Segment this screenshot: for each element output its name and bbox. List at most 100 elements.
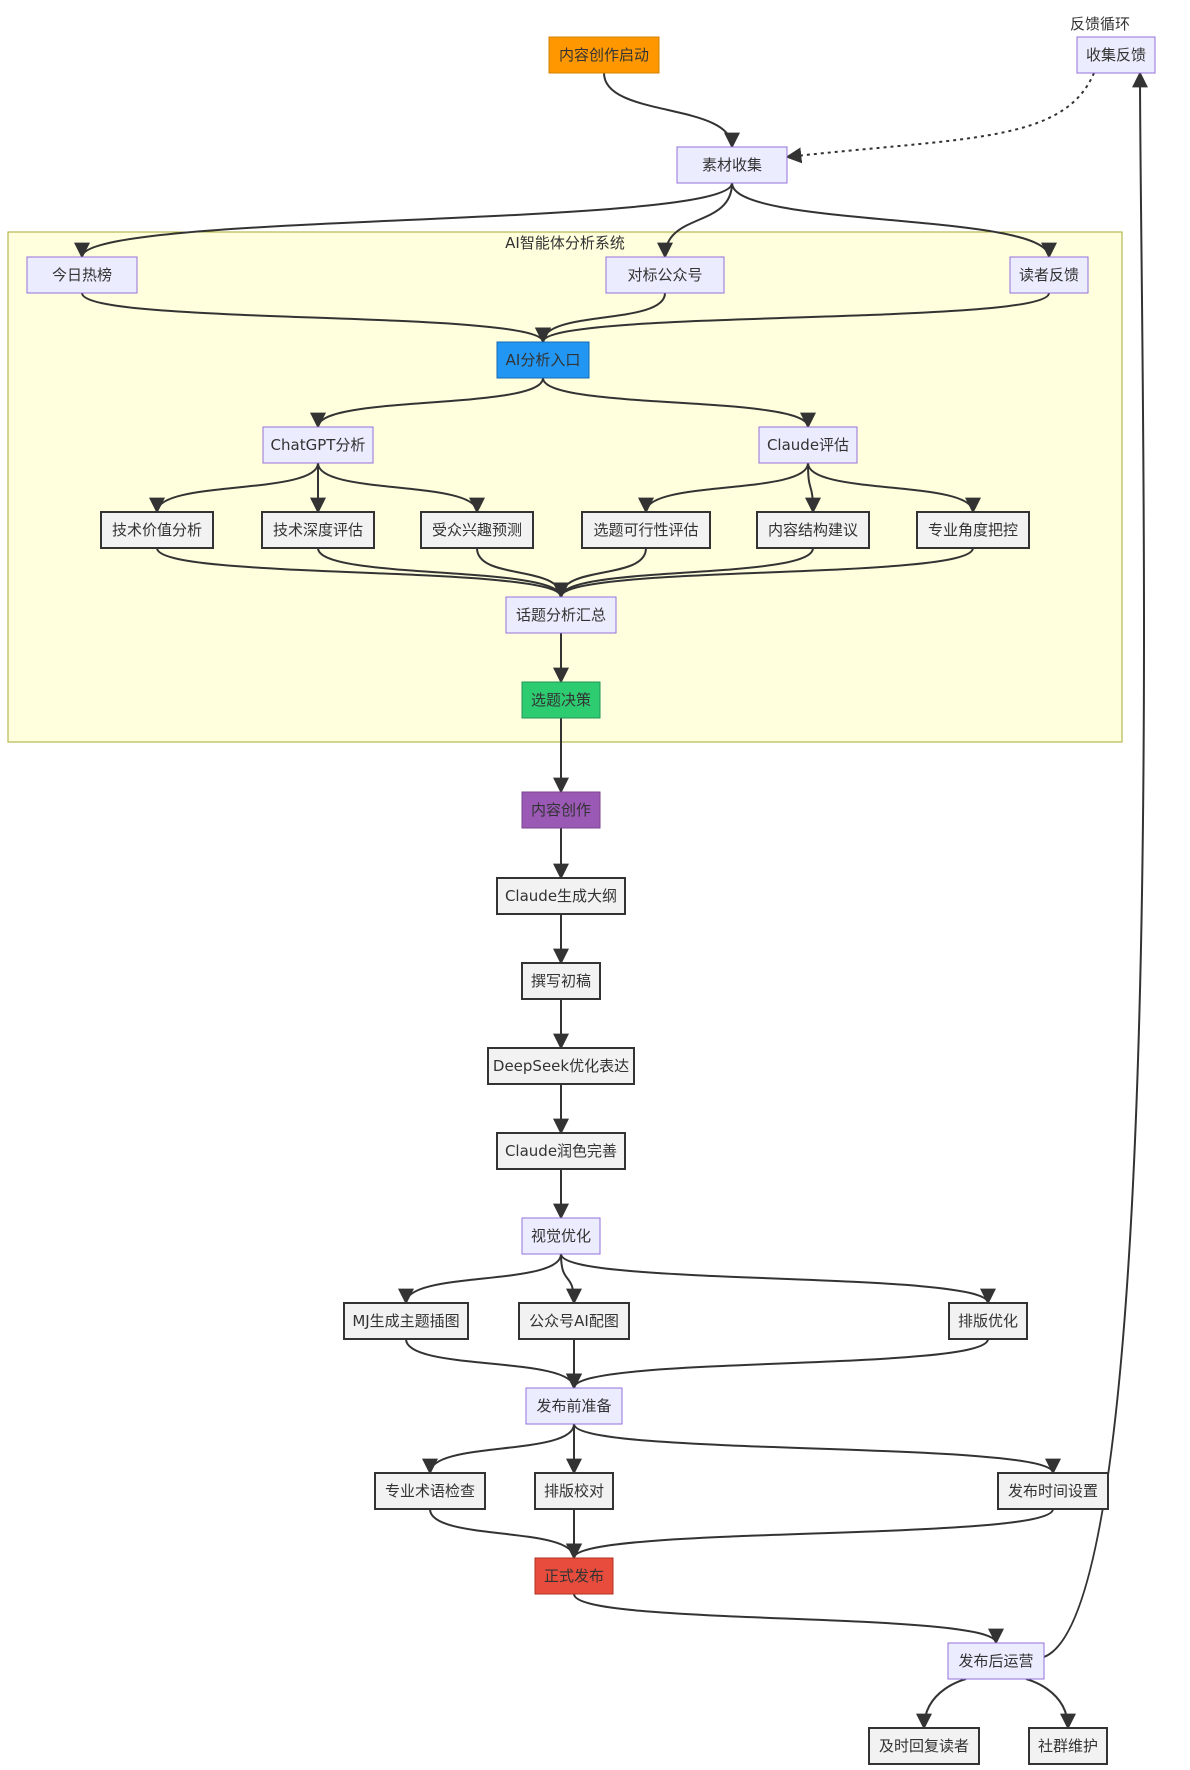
- node-box: [916, 511, 1030, 549]
- edge-mj-to-prepub: [405, 1338, 582, 1390]
- node-create[interactable]: 内容创作: [521, 791, 601, 829]
- node-feasible[interactable]: 选题可行性评估: [581, 511, 711, 549]
- node-mj[interactable]: MJ生成主题插图: [343, 1302, 469, 1340]
- node-box: [1076, 36, 1156, 74]
- node-box: [496, 877, 626, 915]
- node-label: 专业术语检查: [385, 1482, 475, 1500]
- ai-analysis-cluster: [7, 231, 1123, 743]
- node-box: [521, 962, 601, 1000]
- node-label: 受众兴趣预测: [432, 521, 522, 539]
- edge-tech_depth-to-summary: [317, 547, 569, 599]
- node-label: DeepSeek优化表达: [493, 1057, 629, 1075]
- node-label: 专业角度把控: [928, 521, 1018, 539]
- node-box: [997, 1472, 1109, 1510]
- edge-claude_eval-to-structure: [804, 462, 821, 514]
- edge-ops-to-feedback: [1043, 71, 1149, 1658]
- node-label: MJ生成主题插图: [352, 1312, 459, 1330]
- edge-ops-to-reply: [916, 1678, 967, 1730]
- node-publish[interactable]: 正式发布: [534, 1557, 614, 1595]
- node-box: [948, 1302, 1028, 1340]
- node-bench[interactable]: 对标公众号: [605, 256, 725, 294]
- node-box: [548, 36, 660, 74]
- node-box: [525, 1387, 623, 1425]
- node-box: [487, 1047, 635, 1085]
- edge-terms-to-publish: [429, 1508, 582, 1560]
- node-ops[interactable]: 发布后运营: [947, 1642, 1045, 1680]
- node-label: 读者反馈: [1019, 266, 1079, 284]
- node-proof[interactable]: 排版校对: [534, 1472, 614, 1510]
- edge-aientry-to-claude_eval: [542, 377, 816, 429]
- node-layout[interactable]: 排版优化: [948, 1302, 1028, 1340]
- node-draft[interactable]: 撰写初稿: [521, 962, 601, 1000]
- node-label: 今日热榜: [52, 266, 112, 284]
- node-box: [518, 1302, 630, 1340]
- node-box: [1009, 256, 1089, 294]
- node-label: 技术价值分析: [112, 521, 202, 539]
- node-box: [100, 511, 214, 549]
- node-label: 排版校对: [544, 1482, 604, 1500]
- node-aiimg[interactable]: 公众号AI配图: [518, 1302, 630, 1340]
- node-box: [756, 511, 870, 549]
- node-prepub[interactable]: 发布前准备: [525, 1387, 623, 1425]
- node-box: [521, 791, 601, 829]
- node-box: [343, 1302, 469, 1340]
- edge-feedback-to-collect: [785, 72, 1095, 164]
- node-readerfb[interactable]: 读者反馈: [1009, 256, 1089, 294]
- node-start[interactable]: 内容创作启动: [548, 36, 660, 74]
- node-collect[interactable]: 素材收集: [676, 146, 788, 184]
- node-structure[interactable]: 内容结构建议: [756, 511, 870, 549]
- node-outline[interactable]: Claude生成大纲: [496, 877, 626, 915]
- edge-prepub-to-terms: [422, 1423, 575, 1475]
- node-box: [758, 426, 858, 464]
- node-visual[interactable]: 视觉优化: [521, 1217, 601, 1255]
- node-label: Claude生成大纲: [505, 887, 617, 905]
- node-box: [505, 596, 617, 634]
- node-tech-value[interactable]: 技术价值分析: [100, 511, 214, 549]
- node-label: 素材收集: [702, 156, 762, 174]
- node-label: 社群维护: [1038, 1737, 1098, 1755]
- node-label: 内容结构建议: [768, 521, 858, 539]
- node-schedule[interactable]: 发布时间设置: [997, 1472, 1109, 1510]
- edge-aientry-to-gpt: [310, 377, 544, 429]
- node-terms[interactable]: 专业术语检查: [374, 1472, 486, 1510]
- edge-readerfb-to-aientry: [535, 292, 1050, 344]
- node-label: 内容创作: [531, 801, 591, 819]
- node-aientry[interactable]: AI分析入口: [496, 341, 590, 379]
- node-claude-eval[interactable]: Claude评估: [758, 426, 858, 464]
- node-box: [868, 1727, 980, 1765]
- node-hot[interactable]: 今日热榜: [26, 256, 138, 294]
- edge-angle-to-summary: [553, 547, 974, 599]
- node-label: 发布后运营: [958, 1652, 1033, 1670]
- node-box: [1028, 1727, 1108, 1765]
- edge-claude_eval-to-feasible: [638, 462, 809, 514]
- node-feedback[interactable]: 收集反馈: [1076, 36, 1156, 74]
- node-tech-depth[interactable]: 技术深度评估: [261, 511, 375, 549]
- node-summary[interactable]: 话题分析汇总: [505, 596, 617, 634]
- node-community[interactable]: 社群维护: [1028, 1727, 1108, 1765]
- node-box: [420, 511, 534, 549]
- node-label: 发布时间设置: [1008, 1482, 1098, 1500]
- edge-hot-to-aientry: [81, 292, 551, 344]
- node-deepseek[interactable]: DeepSeek优化表达: [487, 1047, 635, 1085]
- edge-collect-to-bench: [657, 182, 733, 259]
- node-label: 技术深度评估: [273, 521, 363, 539]
- node-polish[interactable]: Claude润色完善: [496, 1132, 626, 1170]
- edge-schedule-to-publish: [566, 1508, 1054, 1560]
- edge-layout-to-prepub: [566, 1338, 989, 1390]
- node-decision[interactable]: 选题决策: [521, 681, 601, 719]
- node-audience[interactable]: 受众兴趣预测: [420, 511, 534, 549]
- node-box: [521, 1217, 601, 1255]
- node-reply[interactable]: 及时回复读者: [868, 1727, 980, 1765]
- node-box: [26, 256, 138, 294]
- node-angle[interactable]: 专业角度把控: [916, 511, 1030, 549]
- node-box: [581, 511, 711, 549]
- node-label: 排版优化: [958, 1312, 1018, 1330]
- node-gpt[interactable]: ChatGPT分析: [262, 426, 374, 464]
- node-box: [496, 1132, 626, 1170]
- node-box: [534, 1472, 614, 1510]
- node-label: Claude评估: [767, 436, 849, 454]
- node-label: 公众号AI配图: [529, 1312, 619, 1330]
- edge-visual-to-aiimg: [560, 1253, 582, 1305]
